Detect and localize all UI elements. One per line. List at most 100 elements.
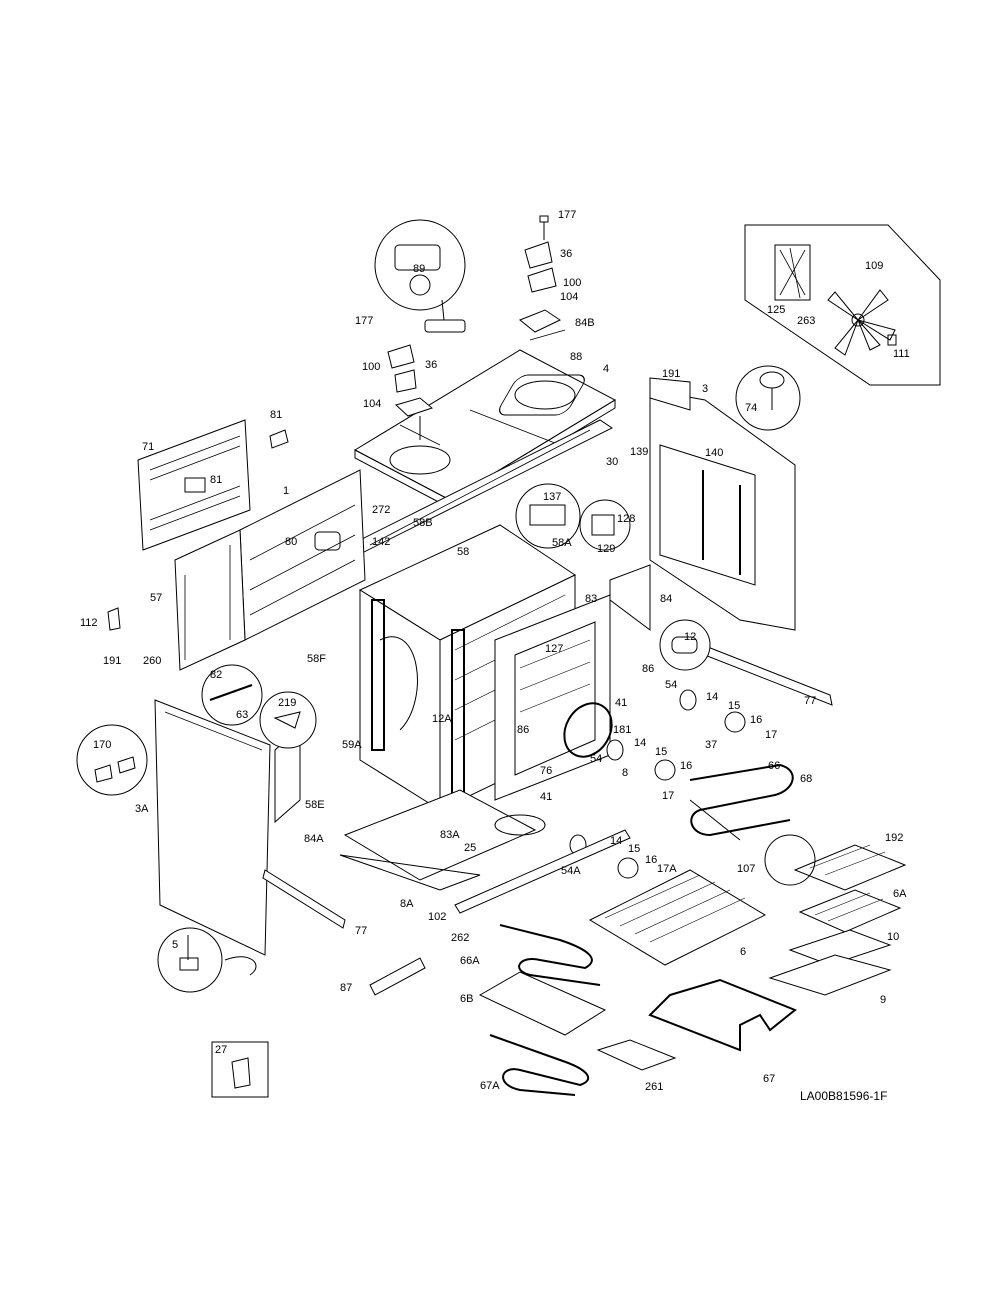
label-82: 82 xyxy=(210,669,222,681)
label-111: 111 xyxy=(893,348,910,360)
oven-bottom xyxy=(339,789,546,891)
detail-circle-89 xyxy=(374,219,466,333)
label-6: 6 xyxy=(740,946,746,958)
label-263: 263 xyxy=(797,315,815,327)
label-272: 272 xyxy=(372,504,390,516)
label-66: 66 xyxy=(768,760,780,772)
label-41b: 41 xyxy=(540,791,552,803)
label-140: 140 xyxy=(705,447,723,459)
label-1: 1 xyxy=(283,485,289,497)
label-57: 57 xyxy=(150,592,162,604)
bake-element-67 xyxy=(648,978,797,1052)
label-67: 67 xyxy=(763,1073,775,1085)
bracket-191-top xyxy=(649,377,691,411)
label-125: 125 xyxy=(767,304,785,316)
label-58B: 58B xyxy=(413,517,433,529)
label-100b: 100 xyxy=(362,361,380,373)
label-77b: 77 xyxy=(804,695,816,707)
label-104: 104 xyxy=(560,291,578,303)
label-66A: 66A xyxy=(460,955,480,967)
label-71: 71 xyxy=(142,441,154,453)
label-15: 15 xyxy=(728,700,740,712)
label-10: 10 xyxy=(887,931,899,943)
label-6A: 6A xyxy=(893,888,907,900)
label-59A: 59A xyxy=(342,739,362,751)
label-142: 142 xyxy=(372,536,390,548)
label-12A: 12A xyxy=(432,713,452,725)
label-81b: 81 xyxy=(210,474,222,486)
label-15b: 15 xyxy=(655,746,667,758)
label-36b: 36 xyxy=(425,359,437,371)
rear-wiring-panel xyxy=(239,469,366,641)
label-5: 5 xyxy=(172,939,178,951)
label-191: 191 xyxy=(662,368,680,380)
front-frame xyxy=(494,594,611,801)
front-side-panel-3A xyxy=(154,699,271,956)
label-74: 74 xyxy=(745,402,757,414)
label-58E: 58E xyxy=(305,799,325,811)
label-80: 80 xyxy=(285,536,297,548)
label-262: 262 xyxy=(451,932,469,944)
back-panel xyxy=(137,419,289,551)
label-127: 127 xyxy=(545,643,563,655)
left-side-panel xyxy=(174,529,246,671)
label-8A: 8A xyxy=(400,898,414,910)
label-30: 30 xyxy=(606,456,618,468)
label-86b: 86 xyxy=(517,724,529,736)
cooktop-frame xyxy=(353,349,617,509)
label-100: 100 xyxy=(563,277,581,289)
part-112 xyxy=(107,607,121,631)
pan-261 xyxy=(596,1039,677,1071)
label-17A: 17A xyxy=(657,863,677,875)
label-219: 219 xyxy=(278,697,296,709)
right-side-panel xyxy=(649,389,796,631)
side-rail-84 xyxy=(609,564,651,631)
label-9: 9 xyxy=(880,994,886,1006)
label-109: 109 xyxy=(865,260,883,272)
label-89: 89 xyxy=(413,263,425,275)
label-3: 3 xyxy=(702,383,708,395)
label-170: 170 xyxy=(93,739,111,751)
bracket-stack-left xyxy=(387,344,434,440)
label-112: 112 xyxy=(80,617,98,629)
label-37: 37 xyxy=(705,739,717,751)
label-86: 86 xyxy=(642,663,654,675)
label-12: 12 xyxy=(684,631,696,643)
label-177b: 177 xyxy=(355,315,373,327)
label-84B: 84B xyxy=(575,317,595,329)
label-104b: 104 xyxy=(363,398,381,410)
label-36: 36 xyxy=(560,248,572,260)
label-181: 181 xyxy=(613,724,631,736)
label-192: 192 xyxy=(885,832,903,844)
drawing-code: LA00B81596-1F xyxy=(800,1089,887,1103)
detail-circle-74 xyxy=(735,365,801,431)
label-177: 177 xyxy=(558,209,576,221)
label-16: 16 xyxy=(750,714,762,726)
label-260: 260 xyxy=(143,655,161,667)
label-76: 76 xyxy=(540,765,552,777)
label-25: 25 xyxy=(464,842,476,854)
label-58F: 58F xyxy=(307,653,326,665)
door-gasket xyxy=(563,702,613,758)
bracket-stack-top xyxy=(519,215,566,341)
label-14: 14 xyxy=(706,691,718,703)
label-129: 129 xyxy=(597,543,615,555)
label-54: 54 xyxy=(665,679,677,691)
label-8: 8 xyxy=(622,767,628,779)
label-81: 81 xyxy=(270,409,282,421)
label-6B: 6B xyxy=(460,993,473,1005)
label-17: 17 xyxy=(765,729,777,741)
label-4: 4 xyxy=(603,363,609,375)
label-58A: 58A xyxy=(552,537,572,549)
label-63: 63 xyxy=(236,709,248,721)
label-15c: 15 xyxy=(628,843,640,855)
rail-87 xyxy=(369,957,426,996)
oven-rack-6 xyxy=(588,869,767,966)
drawer-rail xyxy=(454,829,631,914)
detail-box-27 xyxy=(211,1041,269,1098)
label-16c: 16 xyxy=(645,854,657,866)
grill-racks xyxy=(764,834,907,996)
label-102: 102 xyxy=(428,911,446,923)
label-41: 41 xyxy=(615,697,627,709)
